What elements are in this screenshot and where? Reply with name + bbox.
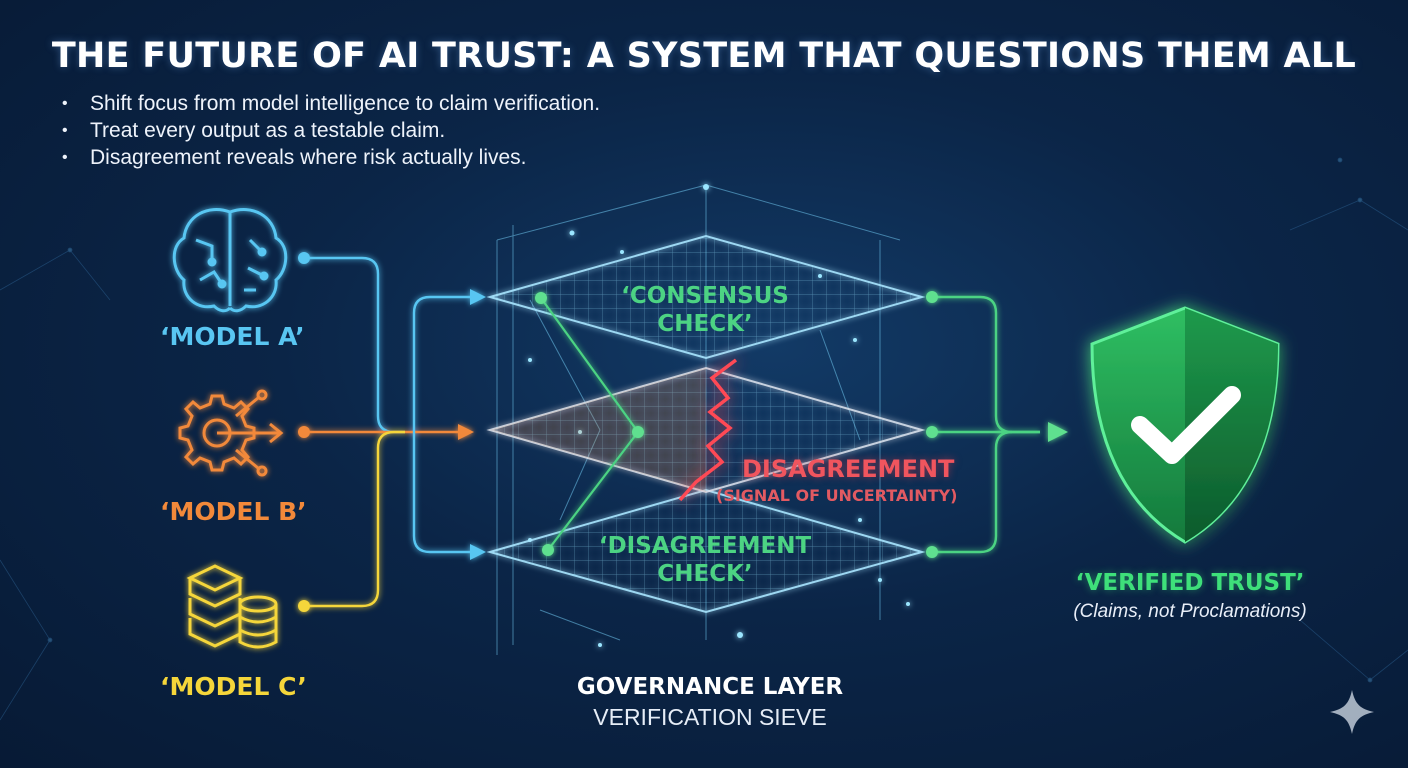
background-network [0, 157, 1408, 721]
consensus-check-line2: CHECK’ [657, 311, 753, 337]
bullet-item: Shift focus from model intelligence to c… [62, 90, 600, 117]
disagreement-check-line1: ‘DISAGREEMENT [598, 533, 812, 559]
shield-check-icon [1090, 306, 1280, 544]
page-title: THE FUTURE OF AI TRUST: A SYSTEM THAT QU… [51, 36, 1357, 76]
sparkle-icon [1330, 690, 1374, 734]
disagreement-signal-sublabel: (SIGNAL OF UNCERTAINTY) [716, 486, 958, 505]
database-icon [186, 564, 278, 649]
output-nodes [926, 291, 1068, 558]
model-a-label: ‘MODEL A’ [160, 322, 305, 351]
model-b-label: ‘MODEL B’ [160, 497, 307, 526]
governance-layer-title: GOVERNANCE LAYER [576, 674, 844, 700]
disagreement-signal-label: DISAGREEMENT [742, 455, 955, 483]
bullet-item: Disagreement reveals where risk actually… [62, 144, 600, 171]
output-connectors [932, 295, 1040, 554]
verified-trust-subtitle: (Claims, not Proclamations) [1073, 601, 1307, 622]
consensus-check-line1: ‘CONSENSUS [621, 283, 789, 309]
disagreement-check-label: ‘DISAGREEMENT CHECK’ [560, 532, 850, 588]
verification-node [535, 292, 547, 304]
disagreement-check-line2: CHECK’ [657, 561, 753, 587]
connector-arrows [458, 289, 486, 560]
disagreement-crack [678, 358, 738, 502]
connector-nodes [298, 252, 310, 612]
gear-arrow-icon [178, 389, 284, 477]
model-c-label: ‘MODEL C’ [160, 672, 307, 701]
bullet-item: Treat every output as a testable claim. [62, 117, 600, 144]
bullet-list: Shift focus from model intelligence to c… [62, 90, 600, 171]
verified-trust-title: ‘VERIFIED TRUST’ [1075, 570, 1305, 596]
verification-node [632, 426, 644, 438]
verification-node [542, 544, 554, 556]
model-connectors [304, 256, 470, 608]
consensus-check-label: ‘CONSENSUS CHECK’ [560, 282, 850, 338]
grid-plane-bottom [486, 488, 926, 614]
grid-plane-top [486, 234, 926, 360]
brain-icon [172, 208, 288, 313]
governance-layer-subtitle: VERIFICATION SIEVE [593, 704, 827, 730]
grid-plane-middle [486, 366, 926, 494]
